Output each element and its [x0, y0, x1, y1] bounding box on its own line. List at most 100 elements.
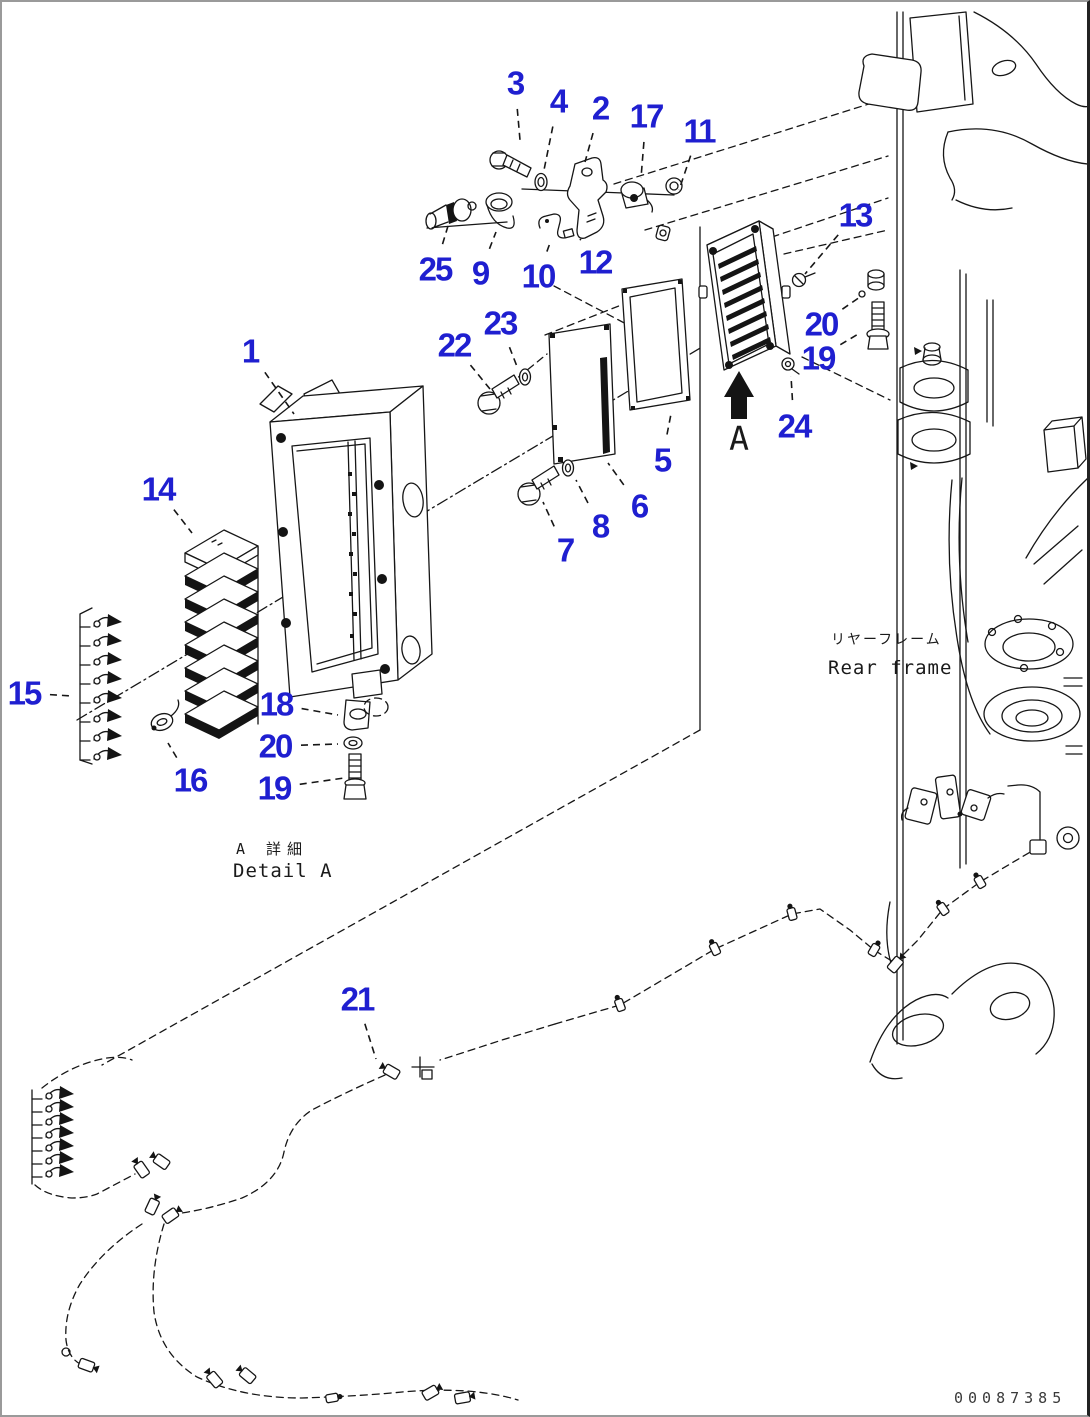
leader-line-11 — [678, 155, 692, 191]
callout-15: 15 — [7, 674, 43, 712]
detail-caption-ja: A 詳細 — [236, 840, 309, 858]
nut-11 — [665, 177, 683, 195]
bracket-2 — [566, 156, 608, 239]
callout-20: 20 — [258, 727, 294, 765]
callout-13: 13 — [838, 196, 874, 234]
mount-bracket-18 — [343, 697, 389, 731]
doc-number: 00087385 — [954, 1389, 1067, 1407]
callout-5: 5 — [653, 441, 672, 479]
cover-parts — [477, 278, 691, 506]
frame-5 — [621, 278, 691, 411]
bolt-3 — [489, 150, 532, 178]
callout-11: 11 — [683, 112, 717, 150]
clamp-12 — [655, 224, 671, 242]
callout-9: 9 — [471, 254, 490, 292]
callout-25: 25 — [418, 250, 454, 288]
plug-25 — [425, 198, 477, 230]
callout-3: 3 — [506, 64, 525, 102]
washer-20-left — [343, 736, 363, 750]
leader-line-4 — [543, 126, 554, 171]
detail-boundary — [101, 226, 701, 1066]
leader-line-2 — [584, 132, 594, 163]
terminal-bank — [31, 1085, 75, 1185]
leader-line-8 — [575, 479, 589, 504]
detail-caption-en: Detail A — [233, 860, 333, 882]
view-arrow — [724, 371, 754, 419]
leader-line-7 — [542, 501, 555, 527]
leader-line-19 — [839, 332, 861, 346]
leader-line-12 — [579, 238, 582, 241]
clip-16 — [150, 699, 180, 732]
leader-line-16 — [167, 742, 178, 759]
bolt-22 — [477, 374, 520, 415]
detail-view-marker: A — [729, 418, 749, 458]
terminal-dots — [348, 472, 357, 638]
clip-10 — [538, 213, 575, 239]
callout-18: 18 — [259, 685, 295, 723]
leader-line-22 — [469, 364, 491, 390]
rear-frame — [858, 11, 1087, 1080]
callout-24: 24 — [777, 407, 813, 445]
leader-line-20 — [841, 296, 861, 310]
leader-line-9 — [488, 231, 497, 250]
switch-17 — [620, 181, 654, 213]
screw-13 — [791, 272, 816, 288]
callout-1: 1 — [241, 332, 260, 370]
leader-line-17 — [640, 141, 645, 179]
callout-22: 22 — [437, 326, 473, 364]
callout-14: 14 — [141, 470, 177, 508]
leader-line-23 — [508, 346, 519, 370]
washer-8 — [561, 459, 575, 477]
bolt-19-left — [343, 753, 367, 800]
leader-line-1 — [264, 371, 295, 415]
rear-frame-caption-ja: リヤーフレーム — [831, 632, 942, 648]
fuse-column — [79, 607, 123, 765]
washer-4 — [534, 172, 548, 192]
rear-frame-caption-en: Rear frame — [828, 657, 953, 679]
callout-4: 4 — [549, 82, 568, 120]
plate-6 — [548, 323, 616, 465]
callout-23: 23 — [483, 304, 519, 342]
leader-line-6 — [607, 462, 625, 486]
callout-6: 6 — [630, 487, 649, 525]
top-small-parts — [425, 150, 683, 242]
fuse-block — [698, 220, 890, 419]
callout-16: 16 — [173, 761, 209, 799]
leader-line-3 — [516, 108, 521, 141]
washer-23 — [518, 368, 532, 386]
callout-19: 19 — [801, 339, 837, 377]
callout-12: 12 — [578, 243, 614, 281]
nut-20-right — [858, 269, 885, 298]
connector-cluster — [129, 1149, 185, 1225]
leader-line-18 — [301, 707, 339, 716]
bolt-7 — [517, 465, 560, 506]
washer-24 — [781, 357, 800, 375]
leader-line-21 — [364, 1023, 377, 1060]
cap-9 — [485, 192, 515, 229]
callout-10: 10 — [521, 257, 557, 295]
main-box — [259, 379, 433, 699]
leader-line-14 — [173, 509, 193, 534]
leader-line-25 — [441, 225, 449, 245]
fuse-stack — [184, 529, 259, 740]
callout-2: 2 — [591, 89, 610, 127]
callout-21: 21 — [340, 980, 376, 1018]
leader-line-15 — [49, 693, 73, 697]
callout-8: 8 — [591, 507, 610, 545]
relay-cluster — [900, 774, 1005, 825]
flange-bolts — [276, 433, 390, 674]
callout-20: 20 — [804, 305, 840, 343]
leader-line-20 — [300, 743, 339, 746]
leader-line-5 — [666, 413, 672, 435]
callout-17: 17 — [629, 97, 665, 135]
bolt-19-right — [866, 301, 890, 350]
leader-line-19 — [299, 777, 345, 786]
wire-harness — [31, 774, 1047, 1405]
callout-7: 7 — [556, 531, 575, 569]
callout-19: 19 — [257, 769, 293, 807]
callout-leader-lines — [49, 108, 861, 1060]
leader-line-10 — [546, 242, 551, 252]
leader-line-13 — [804, 234, 839, 275]
